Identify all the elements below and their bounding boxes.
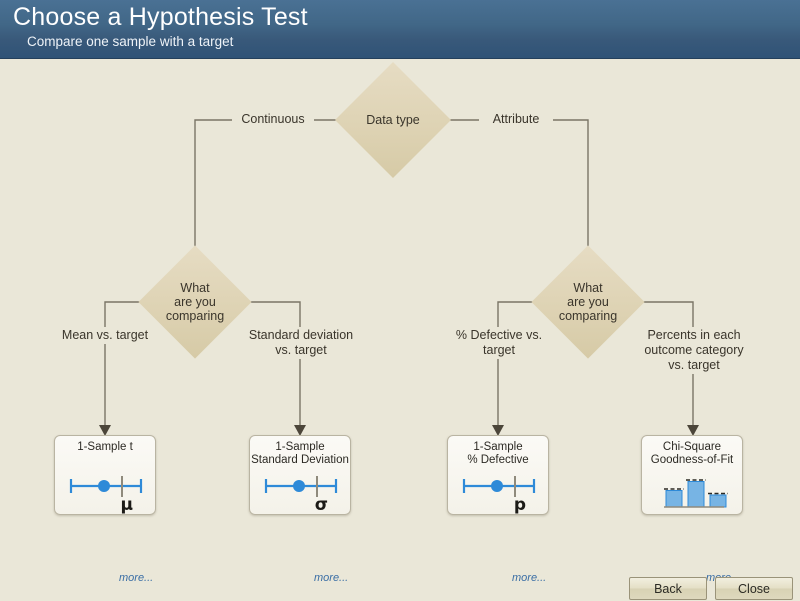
card-chi-square-goodness-of-fit[interactable]: Chi-Square Goodness-of-Fit bbox=[641, 435, 743, 515]
branch-label-continuous: Continuous bbox=[232, 111, 314, 128]
card-1-sample-t[interactable]: 1-Sample t μ bbox=[54, 435, 156, 515]
decision-label: Data type bbox=[366, 113, 420, 127]
interval-plot-icon bbox=[55, 466, 155, 512]
more-link-1-sample-standard-deviation[interactable]: more... bbox=[314, 572, 349, 584]
card-title: 1-Sample % Defective bbox=[467, 441, 529, 466]
card-symbol: σ bbox=[314, 495, 328, 515]
wire-left-decision-right bbox=[235, 301, 301, 430]
close-button[interactable]: Close bbox=[715, 577, 793, 600]
branch-label-percents-category-vs-target: Percents in each outcome category vs. ta… bbox=[634, 327, 754, 374]
wire-left-decision-left bbox=[104, 301, 155, 430]
bar-chart-icon bbox=[642, 466, 742, 512]
wire-root-left bbox=[194, 119, 352, 261]
card-title: Chi-Square Goodness-of-Fit bbox=[650, 441, 734, 466]
card-symbol: μ bbox=[120, 495, 133, 515]
arrow-heads bbox=[99, 425, 699, 436]
interval-plot-icon bbox=[250, 466, 350, 512]
branch-label-attribute: Attribute bbox=[479, 111, 553, 128]
decision-label: What are you comparing bbox=[558, 281, 618, 323]
dialog-header: Choose a Hypothesis Test Compare one sam… bbox=[0, 0, 800, 59]
decision-data-type[interactable]: Data type bbox=[335, 62, 451, 178]
more-link-1-sample-t[interactable]: more... bbox=[119, 572, 154, 584]
card-1-sample-standard-deviation[interactable]: 1-Sample Standard Deviation σ bbox=[249, 435, 351, 515]
card-title: 1-Sample t bbox=[77, 441, 133, 453]
card-symbol: p bbox=[513, 495, 526, 515]
branch-label-mean-vs-target: Mean vs. target bbox=[48, 327, 162, 344]
interval-plot-icon bbox=[448, 466, 548, 512]
card-1-sample-pct-defective[interactable]: 1-Sample % Defective p bbox=[447, 435, 549, 515]
page-title: Choose a Hypothesis Test bbox=[13, 3, 308, 31]
wire-right-decision-right bbox=[628, 301, 694, 430]
decision-left-what-comparing[interactable]: What are you comparing bbox=[138, 245, 252, 359]
wire-root-right bbox=[434, 119, 589, 261]
more-link-1-sample-pct-defective[interactable]: more... bbox=[512, 572, 547, 584]
card-title: 1-Sample Standard Deviation bbox=[251, 441, 349, 466]
branch-label-stdev-vs-target: Standard deviation vs. target bbox=[241, 327, 361, 359]
wire-right-decision-left bbox=[497, 301, 548, 430]
branch-label-pct-defective-vs-target: % Defective vs. target bbox=[443, 327, 555, 359]
flowchart-canvas: Data type Continuous Attribute What are … bbox=[0, 59, 800, 601]
back-button[interactable]: Back bbox=[629, 577, 707, 600]
page-subtitle: Compare one sample with a target bbox=[27, 34, 234, 49]
decision-label: What are you comparing bbox=[165, 281, 225, 323]
decision-right-what-comparing[interactable]: What are you comparing bbox=[531, 245, 645, 359]
